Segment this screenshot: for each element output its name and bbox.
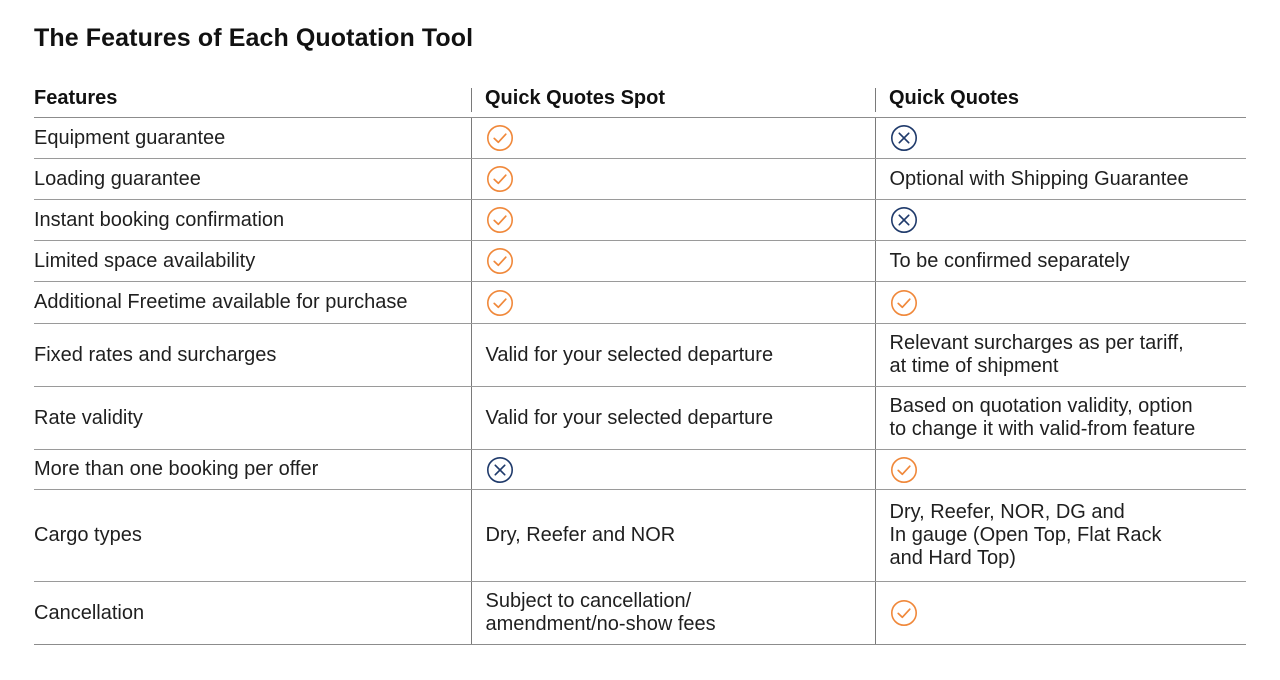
feature-cell: Limited space availability xyxy=(34,240,471,282)
header-quick-quotes: Quick Quotes xyxy=(875,80,1246,118)
quotes-cell: Relevant surcharges as per tariff,at tim… xyxy=(874,323,1246,387)
spot-cell xyxy=(470,281,875,324)
cell-text-line: Valid for your selected departure xyxy=(485,343,774,366)
table-header-row: Features Quick Quotes Spot Quick Quotes xyxy=(34,80,1246,118)
quotes-cell xyxy=(874,117,1246,159)
check-icon xyxy=(486,247,514,275)
check-icon xyxy=(890,289,918,317)
table-row: Fixed rates and surcharges Valid for your… xyxy=(34,323,1246,387)
cell-text-line: Subject to cancellation/ xyxy=(485,590,692,612)
table-row: Instant booking confirmation xyxy=(34,199,1246,241)
cell-text-line: Based on quotation validity, option xyxy=(889,395,1193,417)
quotes-cell xyxy=(874,581,1246,645)
table-row: Limited space availability To be confirme… xyxy=(34,240,1246,282)
table-row: Loading guarantee Optional with Shipping … xyxy=(34,158,1246,200)
spot-cell xyxy=(470,449,875,490)
check-icon xyxy=(486,124,514,152)
spot-cell xyxy=(470,158,875,200)
feature-cell: Equipment guarantee xyxy=(34,117,471,159)
feature-cell: Rate validity xyxy=(34,386,471,450)
check-icon xyxy=(890,456,918,484)
table-row: Equipment guarantee xyxy=(34,117,1246,159)
cell-text-line: amendment/no-show fees xyxy=(485,613,716,635)
spot-cell xyxy=(470,240,875,282)
cell-text-line: and Hard Top) xyxy=(889,547,1016,569)
quotes-cell xyxy=(874,281,1246,324)
feature-cell: Additional Freetime available for purcha… xyxy=(34,281,471,324)
cross-icon xyxy=(486,456,514,484)
table-row: More than one booking per offer xyxy=(34,449,1246,490)
quotes-cell: Optional with Shipping Guarantee xyxy=(874,158,1246,200)
check-icon xyxy=(890,599,918,627)
cell-text-line: Valid for your selected departure xyxy=(485,406,774,429)
check-icon xyxy=(486,165,514,193)
spot-cell: Valid for your selected departure xyxy=(470,386,875,450)
quotes-cell xyxy=(874,199,1246,241)
cell-text-line: In gauge (Open Top, Flat Rack xyxy=(889,524,1162,546)
cross-icon xyxy=(890,124,918,152)
feature-cell: Cargo types xyxy=(34,489,471,582)
cell-text-line: to change it with valid-from feature xyxy=(889,418,1196,440)
cell-text-line: Optional with Shipping Guarantee xyxy=(889,167,1189,190)
table-row: Cargo types Dry, Reefer and NOR Dry, Reefe… xyxy=(34,489,1246,582)
header-features: Features xyxy=(34,80,471,118)
cell-text-line: at time of shipment xyxy=(889,355,1059,377)
spot-cell xyxy=(470,117,875,159)
spot-cell: Valid for your selected departure xyxy=(470,323,875,387)
table-row: Rate validity Valid for your selected dep… xyxy=(34,386,1246,450)
header-quick-quotes-spot: Quick Quotes Spot xyxy=(471,80,875,118)
spot-cell: Dry, Reefer and NOR xyxy=(470,489,875,582)
feature-cell: Fixed rates and surcharges xyxy=(34,323,471,387)
spot-cell: Subject to cancellation/amendment/no-sho… xyxy=(470,581,875,645)
cell-text-line: Relevant surcharges as per tariff, xyxy=(889,332,1184,354)
check-icon xyxy=(486,289,514,317)
features-table: Features Quick Quotes Spot Quick Quotes … xyxy=(34,80,1246,645)
quotes-cell: To be confirmed separately xyxy=(874,240,1246,282)
feature-cell: Loading guarantee xyxy=(34,158,471,200)
table-row: Additional Freetime available for purcha… xyxy=(34,281,1246,324)
page-title: The Features of Each Quotation Tool xyxy=(34,24,474,52)
spot-cell xyxy=(470,199,875,241)
cell-text-line: Dry, Reefer, NOR, DG and xyxy=(889,501,1125,523)
feature-cell: More than one booking per offer xyxy=(34,449,471,490)
feature-cell: Cancellation xyxy=(34,581,471,645)
cell-text-line: To be confirmed separately xyxy=(889,249,1130,272)
check-icon xyxy=(486,206,514,234)
quotes-cell xyxy=(874,449,1246,490)
cross-icon xyxy=(890,206,918,234)
feature-cell: Instant booking confirmation xyxy=(34,199,471,241)
cell-text-line: Dry, Reefer and NOR xyxy=(485,524,676,546)
